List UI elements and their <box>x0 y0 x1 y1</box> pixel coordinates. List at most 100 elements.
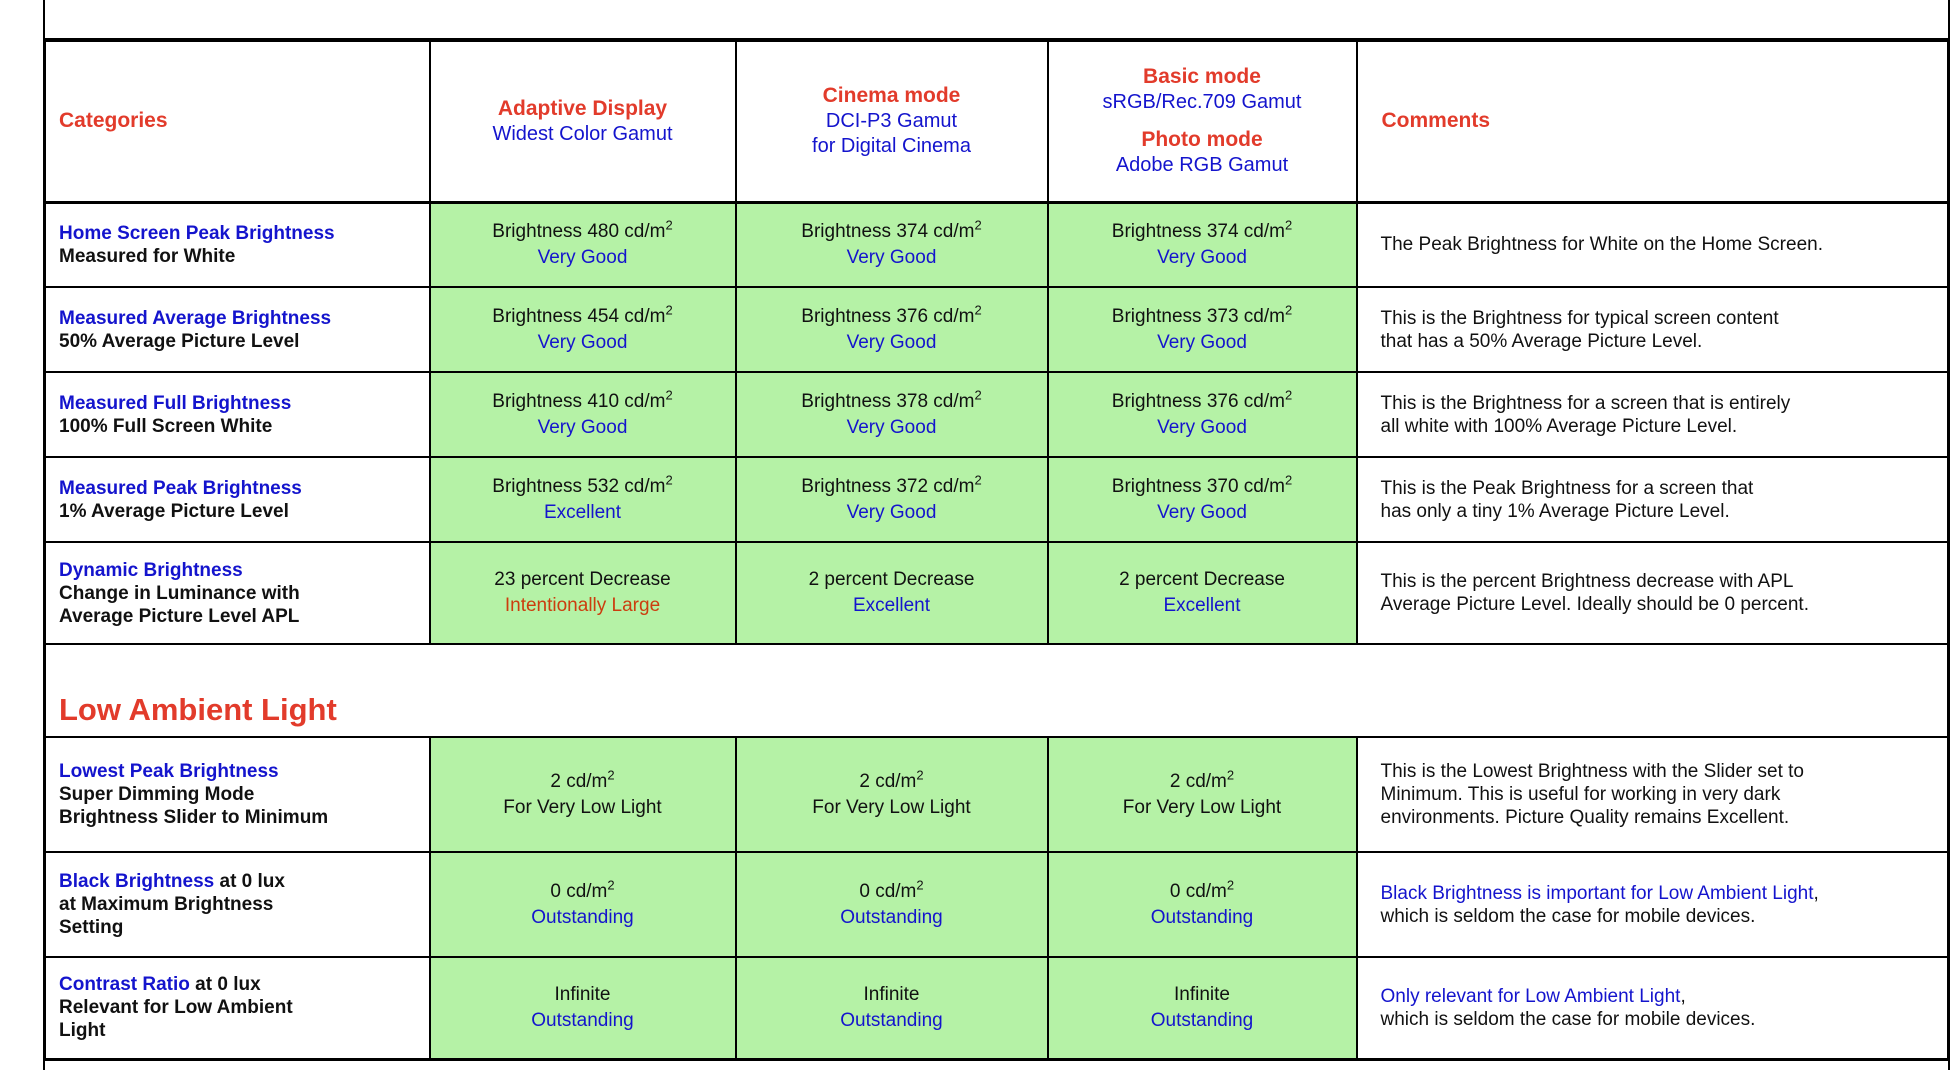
cinema-cell: Brightness 376 cd/m2 Very Good <box>734 286 1049 373</box>
basic-cell: Brightness 373 cd/m2 Very Good <box>1046 286 1358 373</box>
superscript: 2 <box>916 767 924 783</box>
rating-text: Very Good <box>846 501 937 523</box>
comment-text: This is the Brightness for typical scree… <box>1380 307 1779 352</box>
rating-text: Outstanding <box>531 906 634 928</box>
category-detail: Measured for White <box>59 245 236 267</box>
category-cell: Contrast Ratio at 0 lux Relevant for Low… <box>43 956 431 1060</box>
adaptive-cell: 23 percent Decrease Intentionally Large <box>428 541 737 645</box>
basic-cell: 0 cd/m2 Outstanding <box>1046 851 1358 958</box>
comment-link[interactable]: Only relevant for Low Ambient Light <box>1380 985 1681 1007</box>
category-link[interactable]: Measured Peak Brightness <box>59 477 302 499</box>
comment-cell: This is the Brightness for a screen that… <box>1355 371 1950 458</box>
superscript: 2 <box>974 217 982 233</box>
adaptive-cell: Infinite Outstanding <box>428 956 737 1060</box>
comment-cell: This is the Brightness for typical scree… <box>1355 286 1950 373</box>
value-text: 0 cd/m2 <box>1169 877 1235 902</box>
value-text: Brightness 370 cd/m2 <box>1111 472 1293 497</box>
category-cell: Lowest Peak Brightness Super Dimming Mod… <box>43 736 431 853</box>
adaptive-cell: Brightness 410 cd/m2 Very Good <box>428 371 737 458</box>
basic-cell: Brightness 376 cd/m2 Very Good <box>1046 371 1358 458</box>
category-suffix: at 0 lux <box>189 974 261 996</box>
cinema-cell: 2 cd/m2 For Very Low Light <box>734 736 1049 853</box>
rating-text: For Very Low Light <box>1122 796 1282 818</box>
category-link[interactable]: Measured Full Brightness <box>59 392 292 414</box>
categories-label: Categories <box>59 109 168 133</box>
category-link[interactable]: Contrast Ratio <box>59 974 190 996</box>
rating-text: Outstanding <box>840 906 943 928</box>
rating-text: Outstanding <box>840 1009 943 1031</box>
basic-mode-gamut: sRGB/Rec.709 Gamut <box>1102 91 1302 114</box>
value-text: Brightness 374 cd/m2 <box>1111 217 1293 242</box>
category-link[interactable]: Measured Average Brightness <box>59 307 332 329</box>
rating-text: Very Good <box>537 416 628 438</box>
previous-row-remnant <box>43 0 1950 38</box>
rating-text: Excellent <box>852 595 931 616</box>
rating-text: Very Good <box>537 246 628 268</box>
value-text: 2 percent Decrease <box>808 569 975 590</box>
comment-cell: This is the Lowest Brightness with the S… <box>1355 736 1950 853</box>
photo-mode-gamut: Adobe RGB Gamut <box>1115 154 1289 177</box>
value-text: Brightness 532 cd/m2 <box>492 472 673 497</box>
superscript: 2 <box>665 387 673 403</box>
value-text: Brightness 480 cd/m2 <box>492 217 673 242</box>
basic-cell: 2 percent Decrease Excellent <box>1046 541 1358 645</box>
category-link[interactable]: Dynamic Brightness <box>59 559 243 581</box>
basic-cell: Infinite Outstanding <box>1046 956 1358 1060</box>
value-text: Infinite <box>1174 983 1230 1005</box>
rating-text: For Very Low Light <box>503 796 662 818</box>
comment-text: , which is seldom the case for mobile de… <box>1380 882 1819 927</box>
value-text: Brightness 376 cd/m2 <box>801 302 982 327</box>
section-cell: Low Ambient Light <box>43 643 1950 738</box>
value-text: Brightness 374 cd/m2 <box>801 217 982 242</box>
comment-text: This is the Brightness for a screen that… <box>1380 392 1791 437</box>
value-text: Brightness 454 cd/m2 <box>492 302 673 327</box>
header-adaptive-display: Adaptive Display Widest Color Gamut <box>428 39 737 204</box>
rating-text: Very Good <box>846 246 937 268</box>
comment-link[interactable]: Black Brightness is important for Low Am… <box>1380 882 1814 904</box>
cinema-cell: Brightness 374 cd/m2 Very Good <box>734 201 1049 288</box>
category-link[interactable]: Home Screen Peak Brightness <box>59 222 335 244</box>
superscript: 2 <box>974 387 982 403</box>
rating-text: Intentionally Large <box>504 595 661 616</box>
comment-cell: This is the Peak Brightness for a screen… <box>1355 456 1950 543</box>
value-text: 2 cd/m2 <box>550 767 615 792</box>
category-cell: Measured Peak Brightness 1% Average Pict… <box>43 456 431 543</box>
adaptive-display-gamut: Widest Color Gamut <box>492 122 673 145</box>
superscript: 2 <box>665 217 673 233</box>
header-categories: Categories <box>43 39 431 204</box>
value-text: 2 cd/m2 <box>1169 767 1235 792</box>
cinema-mode-gamut: DCI-P3 Gamut for Digital Cinema <box>812 110 971 158</box>
rating-text: Very Good <box>1157 246 1247 268</box>
cinema-cell: 2 percent Decrease Excellent <box>734 541 1049 645</box>
comment-text: This is the Peak Brightness for a screen… <box>1380 477 1754 522</box>
rating-text: Very Good <box>1157 501 1247 523</box>
value-text: 2 percent Decrease <box>1119 569 1285 590</box>
value-text: Brightness 373 cd/m2 <box>1111 302 1293 327</box>
value-text: Brightness 410 cd/m2 <box>492 387 673 412</box>
value-text: Infinite <box>863 983 920 1005</box>
header-cinema-mode: Cinema mode DCI-P3 Gamut for Digital Cin… <box>734 39 1049 204</box>
comments-label: Comments <box>1381 109 1491 133</box>
cinema-cell: Brightness 372 cd/m2 Very Good <box>734 456 1049 543</box>
adaptive-display-title: Adaptive Display <box>497 96 668 120</box>
photo-mode-title: Photo mode <box>1141 128 1263 152</box>
comment-text: This is the Lowest Brightness with the S… <box>1380 761 1804 828</box>
category-detail: 50% Average Picture Level <box>59 330 300 352</box>
basic-mode-title: Basic mode <box>1143 65 1261 89</box>
value-text: 0 cd/m2 <box>550 877 615 902</box>
category-link[interactable]: Lowest Peak Brightness <box>59 761 279 782</box>
category-link[interactable]: Black Brightness <box>59 871 215 892</box>
value-text: Brightness 376 cd/m2 <box>1111 387 1293 412</box>
value-text: Brightness 372 cd/m2 <box>801 472 982 497</box>
rating-text: Very Good <box>1157 416 1247 438</box>
table-row: Black Brightness at 0 lux at Maximum Bri… <box>43 851 1950 958</box>
comment-cell: This is the percent Brightness decrease … <box>1355 541 1950 645</box>
cinema-mode-title: Cinema mode <box>822 84 961 108</box>
category-detail: at Maximum Brightness Setting <box>59 894 274 938</box>
value-text: 2 cd/m2 <box>859 767 924 792</box>
adaptive-cell: Brightness 454 cd/m2 Very Good <box>428 286 737 373</box>
next-row-remnant <box>43 1060 1950 1070</box>
value-text: 23 percent Decrease <box>494 569 671 590</box>
rating-text: Outstanding <box>1150 1009 1254 1031</box>
comment-cell: Only relevant for Low Ambient Light, whi… <box>1355 956 1950 1060</box>
